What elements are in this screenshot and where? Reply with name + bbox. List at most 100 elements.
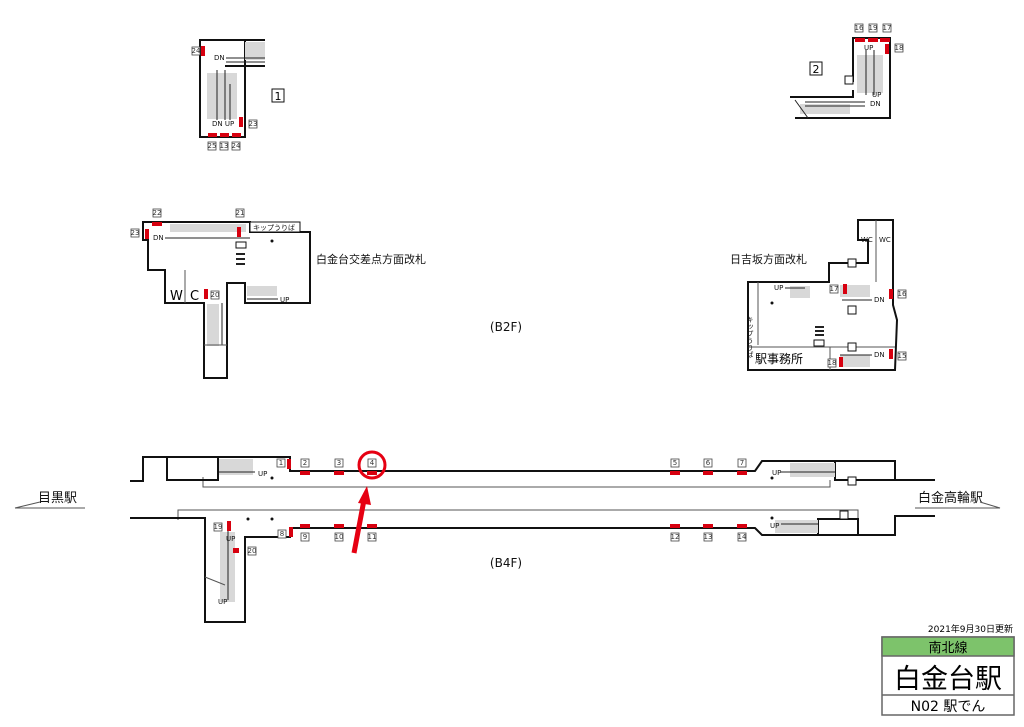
wc-letter: W (170, 289, 183, 304)
door-tag: 12 (671, 532, 680, 542)
elevator-icon (844, 75, 854, 85)
exit-tag: 23 (249, 119, 258, 129)
svg-text:20: 20 (248, 547, 257, 555)
svg-text:12: 12 (671, 533, 680, 541)
up-label: UP (218, 598, 227, 606)
svg-text:1: 1 (275, 90, 282, 103)
exit-tag: 16 (855, 23, 864, 33)
svg-text:1: 1 (279, 459, 283, 467)
svg-text:19: 19 (869, 24, 878, 32)
dnup-label: DN UP (212, 120, 234, 128)
svg-text:17: 17 (883, 24, 892, 32)
exit-tag: 22 (153, 208, 162, 218)
exit-tag: 20 (211, 290, 220, 300)
door-tag: 3 (334, 458, 344, 468)
up-label: UP (872, 91, 881, 99)
elevator-icon (839, 510, 849, 520)
direction-station-right: 白金高輪駅 (918, 490, 983, 506)
exit-tag: 13 (220, 141, 229, 151)
b4f-platform: UP UP UP UP UP 1 2 3 4 5 6 7 8 9 10 11 1… (14, 450, 1001, 623)
wc-label: WC (861, 236, 873, 244)
svg-text:15: 15 (898, 352, 907, 360)
svg-text:22: 22 (153, 209, 162, 217)
svg-text:2: 2 (303, 459, 307, 467)
door-tag: 2 (300, 458, 310, 468)
svg-text:16: 16 (898, 290, 907, 298)
door-tag: 11 (368, 532, 377, 542)
exit-tag: 24 (232, 141, 241, 151)
area-number-badge: 1 (271, 88, 285, 103)
gate-label: 白金台交差点方面改札 (316, 252, 426, 266)
exit-tag: 21 (236, 208, 245, 218)
svg-text:19: 19 (214, 523, 223, 531)
area-number-badge: 2 (809, 61, 823, 76)
up-label: UP (258, 470, 267, 478)
exit-tag: 25 (208, 141, 217, 151)
exit-tag: 17 (830, 284, 839, 294)
up-label: UP (280, 296, 289, 304)
svg-text:18: 18 (895, 44, 904, 52)
door-tag: 14 (738, 532, 747, 542)
svg-text:21: 21 (236, 209, 245, 217)
svg-text:23: 23 (249, 120, 258, 128)
station-info-box: 2021年9月30日更新 南北線 白金台駅 N02 駅でん (881, 623, 1015, 716)
svg-text:11: 11 (368, 533, 377, 541)
door-tag: 9 (300, 532, 310, 542)
exit-area-2: UP UP DN 16 19 17 18 2 (790, 23, 904, 119)
svg-text:8: 8 (280, 530, 284, 538)
highlight-circle (357, 450, 387, 480)
station-code: N02 駅でん (911, 699, 986, 715)
door-tag: 1 (276, 458, 286, 468)
line-name: 南北線 (928, 640, 967, 656)
direction-station-left: 目黒駅 (38, 491, 77, 506)
up-label: UP (772, 469, 781, 477)
up-label: UP (770, 522, 779, 530)
exit-tag: 19 (869, 23, 878, 33)
svg-text:16: 16 (855, 24, 864, 32)
elevator-icon (847, 476, 857, 486)
exit-tag: 17 (883, 23, 892, 33)
door-tag: 10 (335, 532, 344, 542)
dn-label: DN (874, 351, 885, 359)
svg-text:6: 6 (706, 459, 711, 467)
wc-label: WC (879, 236, 891, 244)
exit-area-1: DN DN UP 24 23 25 13 24 1 (192, 39, 285, 151)
exit-tag: 23 (131, 228, 139, 238)
station-name: 白金台駅 (894, 664, 1002, 695)
exit-tag: 15 (898, 351, 907, 361)
svg-text:17: 17 (830, 285, 839, 293)
door-tag: 7 (737, 458, 747, 468)
door-tag: 5 (670, 458, 680, 468)
up-label: UP (774, 284, 783, 292)
svg-text:25: 25 (208, 142, 217, 150)
dn-label: DN (874, 296, 885, 304)
svg-text:10: 10 (335, 533, 344, 541)
svg-text:13: 13 (704, 533, 713, 541)
svg-text:20: 20 (211, 291, 220, 299)
dn-label: DN (153, 234, 164, 242)
escalator-icon (216, 57, 265, 120)
svg-text:3: 3 (337, 459, 341, 467)
wc-letter: C (190, 289, 199, 304)
exit-tag: 16 (898, 289, 907, 299)
exit-tag: 19 (214, 522, 223, 532)
door-tag: 4 (367, 458, 377, 468)
svg-text:9: 9 (303, 533, 307, 541)
gate-label: 日吉坂方面改札 (730, 252, 807, 266)
b2f-west-concourse: W C キップうりば DN UP 22 21 23 20 白金台交差点方面改札 (131, 208, 426, 379)
svg-text:4: 4 (370, 459, 375, 467)
up-label: UP (226, 535, 235, 543)
svg-text:2: 2 (813, 63, 820, 76)
svg-text:7: 7 (740, 459, 744, 467)
svg-text:13: 13 (220, 142, 229, 150)
svg-text:24: 24 (192, 47, 201, 55)
dn-label: DN (870, 100, 881, 108)
dn-label: DN (214, 54, 225, 62)
door-tag: 8 (277, 529, 287, 539)
exit-tag: 20 (248, 546, 257, 556)
svg-text:5: 5 (673, 459, 677, 467)
updated-date: 2021年9月30日更新 (928, 623, 1013, 635)
station-office-label: 駅事務所 (755, 352, 803, 366)
svg-text:24: 24 (232, 142, 241, 150)
